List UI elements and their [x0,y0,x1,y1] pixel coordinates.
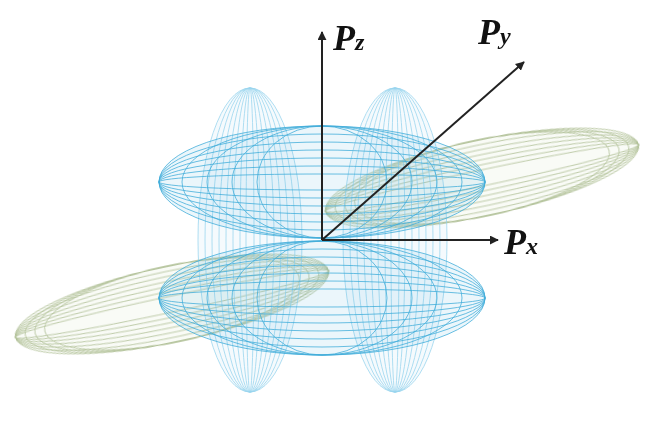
axes [322,32,524,240]
axis-label: Py [478,14,511,50]
axis-label: Pz [333,20,364,56]
axis-label: Px [504,224,538,260]
green-lobes [8,108,646,375]
